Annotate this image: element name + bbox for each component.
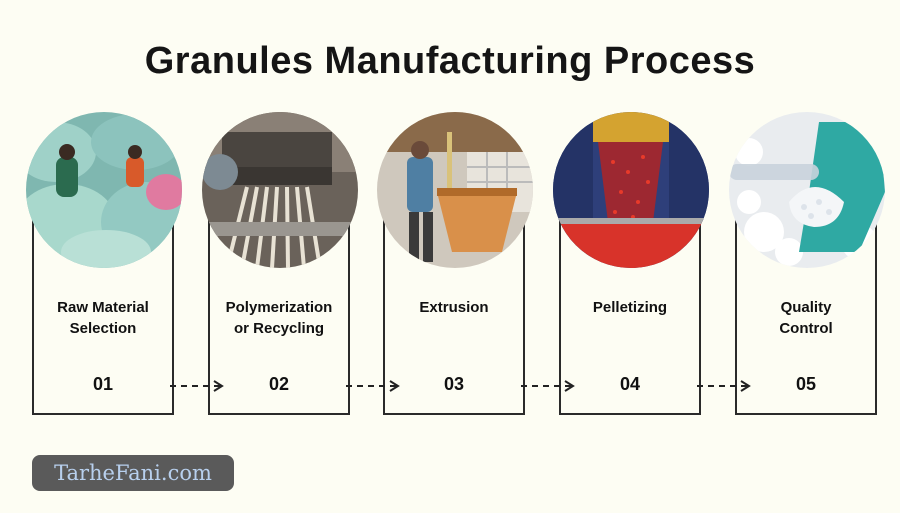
process-step-4: Pelletizing 04 [553, 112, 713, 417]
polymerization-photo [202, 112, 358, 268]
step-number: 03 [443, 374, 465, 394]
step-label: Pelletizing [592, 299, 668, 316]
step-number: 02 [268, 374, 290, 394]
step-number: 01 [92, 374, 114, 394]
process-step-2: Polymerization or Recycling 02 [202, 112, 362, 417]
arrow-3-to-4 [521, 380, 575, 392]
page-title: Granules Manufacturing Process [144, 40, 756, 82]
process-step-1: Raw Material Selection 01 [26, 112, 186, 417]
step-label: Polymerization or Recycling [225, 299, 333, 337]
step-label: Extrusion [419, 299, 489, 316]
step-number: 05 [795, 374, 817, 394]
process-step-3: Extrusion 03 [377, 112, 537, 417]
step-number: 04 [619, 374, 641, 394]
step-label: Raw Material Selection [57, 299, 149, 337]
arrow-4-to-5 [697, 380, 751, 392]
pelletizing-photo [553, 112, 709, 268]
process-step-5: Quality Control 05 [729, 112, 889, 417]
step-label: Quality Control [779, 299, 833, 337]
quality-control-photo [729, 112, 885, 268]
raw-material-photo [26, 112, 182, 268]
extrusion-photo [377, 112, 533, 268]
arrow-1-to-2 [170, 380, 224, 392]
arrow-2-to-3 [346, 380, 400, 392]
watermark-badge: TarheFani.com [32, 455, 234, 491]
